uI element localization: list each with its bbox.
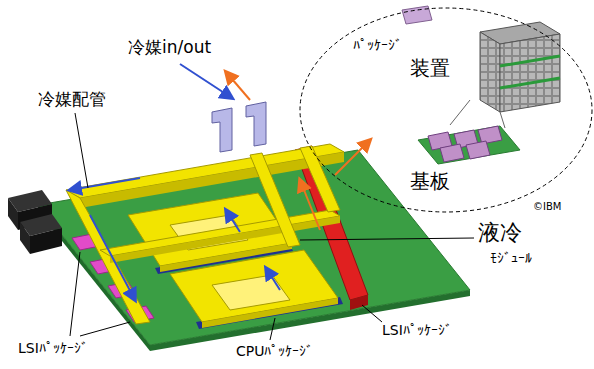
inset-label: 基板	[410, 170, 450, 193]
coolant-pipe	[66, 144, 344, 324]
board-connector	[8, 190, 62, 254]
liquid-cooling-module	[128, 193, 338, 328]
module-label: ﾓｼﾞｭｰﾙ	[490, 250, 532, 266]
inset-label: ﾊﾟｯｹｰｼﾞ	[353, 37, 402, 53]
package-label: LSIﾊﾟｯｹｰｼﾞ	[382, 322, 452, 338]
coolant-port	[212, 102, 266, 152]
inset-callout: ﾊﾟｯｹｰｼﾞ 装置基板 ©IBM	[298, 5, 594, 215]
inset-label: 装置	[410, 57, 450, 80]
module-label: 液冷	[478, 220, 522, 245]
pipe-label: 冷媒配管	[38, 90, 106, 110]
package-label: LSIﾊﾟｯｹｰｼﾞ	[18, 340, 88, 356]
circuit-board	[38, 150, 470, 351]
copyright-note: ©IBM	[533, 201, 561, 213]
flow-arrow	[70, 64, 370, 300]
coolant-label: 冷媒in/out	[128, 38, 211, 58]
leader-line	[70, 113, 474, 340]
package-label: CPUﾊﾟｯｹｰｼﾞ	[236, 343, 313, 359]
